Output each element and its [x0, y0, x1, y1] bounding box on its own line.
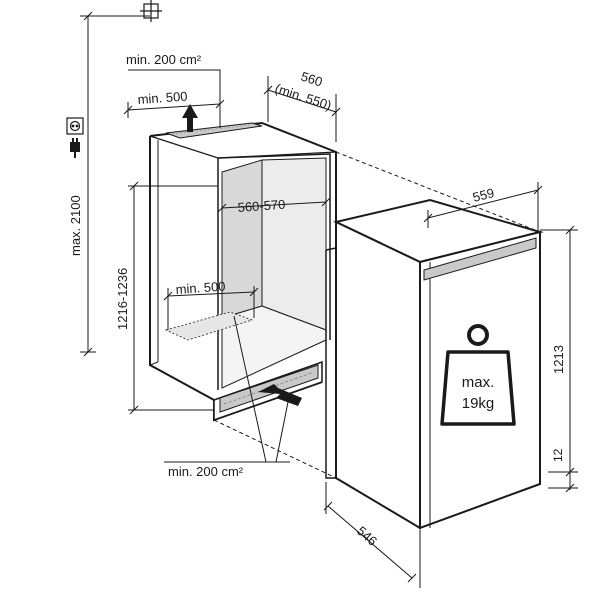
niche-height-max-label: max. 2100: [68, 195, 83, 256]
appliance-depth-label: 546: [354, 523, 380, 549]
power-plug-icon: [70, 138, 80, 158]
bottom-vent-depth-label: min. 500: [175, 279, 226, 297]
niche-width-label: 560: [299, 69, 324, 90]
inner-width-range-label: 560-570: [237, 197, 286, 215]
top-vent-area-label: min. 200 cm²: [126, 52, 202, 67]
door-gap-label: 12: [551, 448, 565, 462]
top-vent-grille: [165, 122, 263, 139]
appliance-side: [335, 220, 421, 530]
top-airflow-arrow-icon: [182, 104, 198, 132]
weight-icon: [440, 324, 516, 426]
niche-inner-opening: [217, 153, 331, 390]
bottom-airflow-arrow-icon: [258, 384, 302, 406]
appliance-width-label: 559: [471, 185, 496, 205]
niche-right-wall: [261, 157, 327, 331]
wall-anchor-icon: [140, 0, 162, 22]
power-socket-icon: [66, 117, 84, 135]
max-door-load-line1: max.: [462, 374, 495, 391]
floor-vent-grille: [164, 311, 254, 341]
niche-width-min-label: (min. 550): [273, 81, 333, 113]
bottom-vent-area-label: min. 200 cm²: [168, 464, 244, 479]
max-door-load-line2: 19kg: [462, 395, 495, 412]
dimension-lines: [80, 11, 578, 588]
top-vent-depth-label: min. 500: [137, 89, 188, 107]
appliance-height-label: 1213: [551, 345, 566, 374]
niche-height-range-label: 1216-1236: [115, 268, 130, 330]
niche-back-wall: [221, 159, 263, 319]
appliance-top-trim: [423, 237, 537, 281]
